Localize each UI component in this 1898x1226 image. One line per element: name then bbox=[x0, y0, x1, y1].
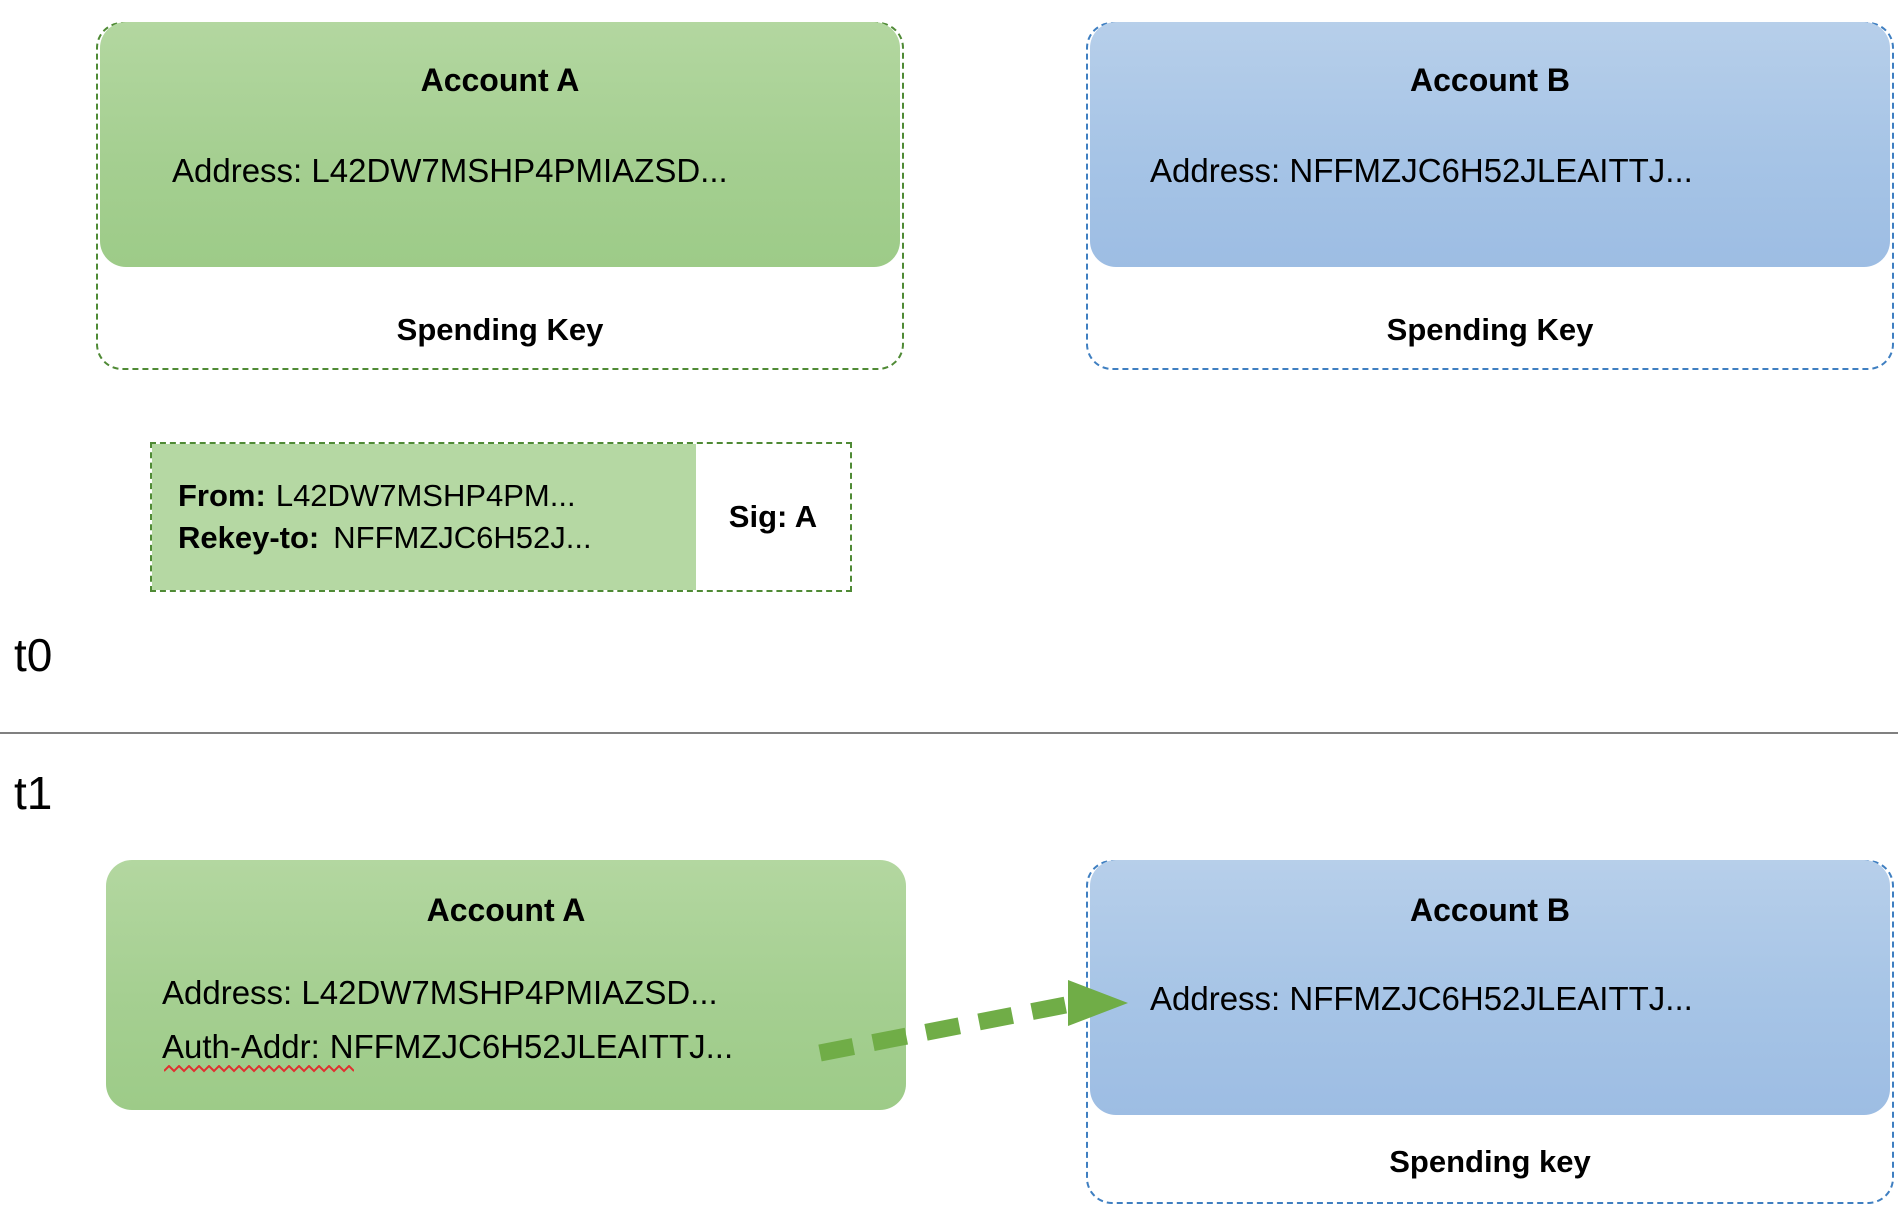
account-b-address-t0: Address: NFFMZJC6H52JLEAITTJ... bbox=[1150, 152, 1693, 189]
rekey-transaction-box: From: L42DW7MSHP4PM... Rekey-to: NFFMZJC… bbox=[150, 442, 852, 592]
account-a-auth-addr-row-t1: Auth-Addr: NFFMZJC6H52JLEAITTJ... bbox=[162, 1028, 733, 1066]
account-a-address-t1: Address: L42DW7MSHP4PMIAZSD... bbox=[162, 974, 718, 1011]
timeline-label-t1: t1 bbox=[14, 767, 53, 819]
transaction-payload: From: L42DW7MSHP4PM... Rekey-to: NFFMZJC… bbox=[152, 444, 696, 590]
transaction-from-row: From: L42DW7MSHP4PM... bbox=[178, 478, 696, 514]
transaction-rekey-label: Rekey-to: bbox=[178, 520, 320, 555]
account-a-spending-key-label-t0: Spending Key bbox=[396, 312, 604, 347]
transaction-rekey-value: NFFMZJC6H52J... bbox=[333, 520, 592, 555]
spellcheck-squiggle-icon bbox=[164, 1065, 354, 1073]
account-b-card-t0: Account B Address: NFFMZJC6H52JLEAITTJ..… bbox=[1090, 22, 1890, 267]
account-a-card-t0: Account A Address: L42DW7MSHP4PMIAZSD... bbox=[100, 22, 900, 267]
account-a-title-t1: Account A bbox=[426, 892, 586, 928]
account-b-address-t1: Address: NFFMZJC6H52JLEAITTJ... bbox=[1150, 980, 1693, 1017]
transaction-rekey-row: Rekey-to: NFFMZJC6H52J... bbox=[178, 520, 696, 556]
transaction-signature: Sig: A bbox=[696, 444, 850, 590]
rekey-authorization-arrow bbox=[818, 980, 1128, 1062]
account-a-auth-addr-value-t1: NFFMZJC6H52JLEAITTJ... bbox=[329, 1028, 734, 1065]
transaction-from-value: L42DW7MSHP4PM... bbox=[275, 478, 576, 513]
account-a-auth-addr-label-t1: Auth-Addr: bbox=[162, 1028, 320, 1065]
account-a-card-t1: Account A Address: L42DW7MSHP4PMIAZSD...… bbox=[106, 860, 906, 1110]
account-b-title-t0: Account B bbox=[1410, 62, 1570, 98]
account-b-card-t1: Account B Address: NFFMZJC6H52JLEAITTJ..… bbox=[1090, 860, 1890, 1115]
account-b-spending-key-label-t0: Spending Key bbox=[1386, 312, 1594, 347]
timeline-divider bbox=[0, 732, 1898, 734]
account-a-title-t0: Account A bbox=[420, 62, 580, 98]
account-a-address-t0: Address: L42DW7MSHP4PMIAZSD... bbox=[172, 152, 728, 189]
timeline-label-t0: t0 bbox=[14, 629, 53, 681]
account-b-spending-key-label-t1: Spending key bbox=[1389, 1144, 1591, 1179]
account-b-title-t1: Account B bbox=[1410, 892, 1570, 928]
transaction-from-label: From: bbox=[178, 478, 266, 513]
